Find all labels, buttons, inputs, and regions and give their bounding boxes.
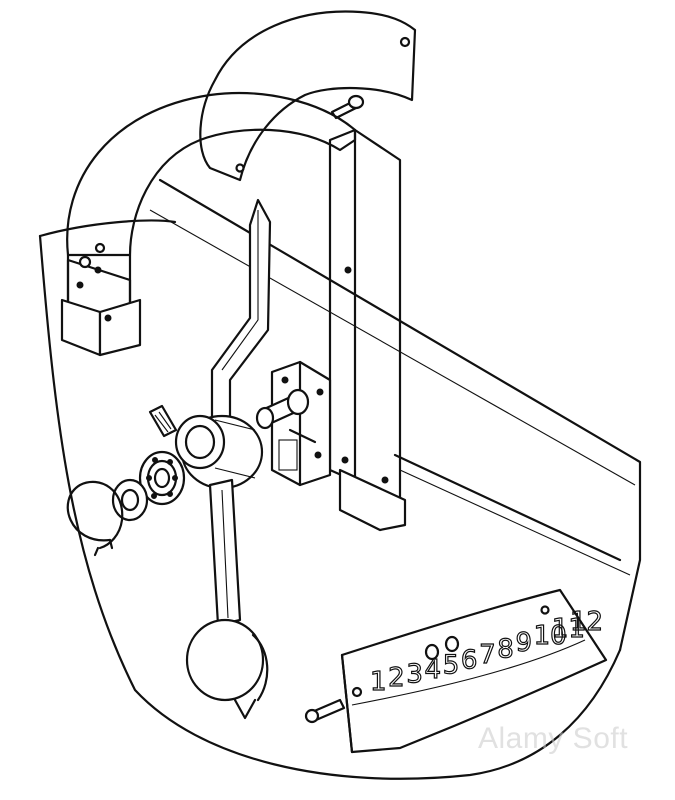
pendulum-arm bbox=[208, 478, 242, 627]
scale-label: 7 bbox=[479, 640, 496, 670]
screw-bottom bbox=[304, 698, 346, 724]
scale-label: 3 bbox=[406, 659, 423, 689]
retaining-ring bbox=[66, 480, 124, 557]
vertical-frame-bar bbox=[328, 128, 407, 532]
scale-label: 6 bbox=[461, 646, 478, 676]
scale-label: 4 bbox=[425, 655, 442, 685]
pointer-hub bbox=[174, 414, 264, 490]
scale-label: 8 bbox=[497, 634, 514, 664]
scale-label: 12 bbox=[570, 607, 603, 637]
washer bbox=[111, 478, 149, 522]
horseshoe-frame bbox=[60, 92, 357, 357]
watermark: Alamy Soft bbox=[478, 722, 629, 755]
pendulum-weight bbox=[185, 618, 269, 720]
pivot-shaft bbox=[255, 388, 310, 430]
scale-label: 1 bbox=[370, 667, 387, 697]
mounting-bracket bbox=[270, 360, 332, 487]
scale-label: 10 bbox=[534, 621, 567, 651]
pointer-arm bbox=[210, 198, 272, 427]
scale-label: 9 bbox=[515, 628, 532, 658]
screw-top bbox=[330, 94, 365, 120]
scale-label: 11 bbox=[552, 614, 585, 644]
scale-label: 2 bbox=[388, 663, 405, 693]
scale-label: 5 bbox=[443, 651, 460, 681]
small-nut bbox=[424, 635, 460, 661]
set-screw bbox=[148, 404, 178, 438]
ball-bearing bbox=[138, 450, 186, 506]
curved-shield-plate bbox=[199, 10, 417, 182]
